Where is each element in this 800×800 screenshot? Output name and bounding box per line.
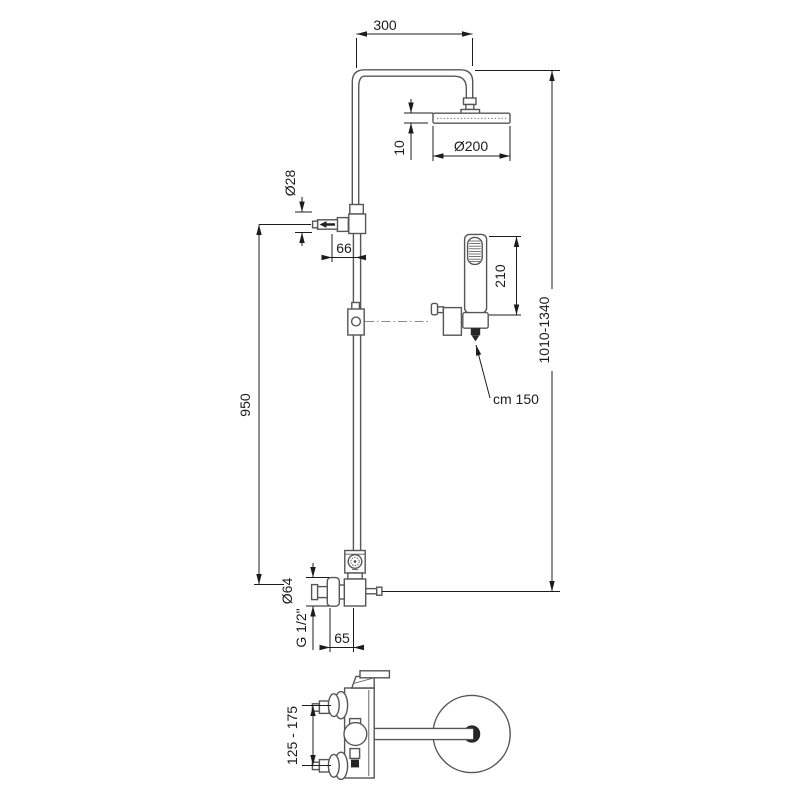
diverter-block <box>348 213 367 235</box>
outlet-tip <box>376 586 383 596</box>
valve-knurl <box>350 556 360 567</box>
diverter-tip <box>311 220 319 229</box>
hand-shower-wand <box>462 233 489 342</box>
mixer-assembly <box>310 549 383 607</box>
spray-hatch <box>469 240 481 263</box>
label-hose-length: cm 150 <box>493 391 539 407</box>
inlet-nut <box>318 700 330 715</box>
mixer-escutcheon <box>326 576 340 607</box>
dimensions: 300 10 Ø200 1010-1340 <box>237 17 560 766</box>
pull-arrow-icon <box>319 221 335 228</box>
diverter-assembly <box>311 203 367 235</box>
mixer-neck <box>338 584 345 600</box>
plan-mixer-handle <box>350 670 391 689</box>
mixer-handle-knob <box>310 583 319 601</box>
plan-arm-pipe <box>374 727 474 741</box>
plan-detail-plug <box>351 759 359 768</box>
label-column-height: 950 <box>237 393 253 417</box>
shower-head <box>432 97 511 124</box>
plan-arm-fill <box>374 728 474 740</box>
spray-face <box>466 236 483 266</box>
slider-bracket <box>347 301 365 336</box>
plan-detail-box <box>349 747 361 760</box>
plan-handle-bar <box>359 670 391 679</box>
dim-inlet-spacing: 125 - 175 <box>284 705 331 766</box>
hose-nipple <box>471 335 480 342</box>
hose-connector <box>470 328 481 336</box>
valve-center <box>353 560 357 563</box>
outlet-stub <box>365 587 378 595</box>
holder-lever <box>430 302 439 316</box>
label-connection-thread: G 1/2" <box>293 608 309 647</box>
dim-column-height: 950 <box>237 224 311 585</box>
dim-head-thickness: 10 <box>391 99 433 160</box>
dim-mixer-offset: 65 <box>319 608 364 652</box>
label-handshower-length: 210 <box>492 264 508 288</box>
label-diverter-offset: 66 <box>336 240 352 256</box>
dim-head-diameter: Ø200 <box>432 126 511 161</box>
label-head-diameter: Ø200 <box>454 138 488 154</box>
label-inlet-spacing: 125 - 175 <box>284 706 300 765</box>
dim-handshower-length: 210 <box>489 236 521 316</box>
dim-pipe-diameter: Ø28 <box>282 170 312 246</box>
front-view <box>310 69 511 607</box>
holder-stub <box>436 306 445 314</box>
mixer-handle-rod <box>316 585 328 599</box>
label-total-height: 1010-1340 <box>536 296 552 363</box>
valve-collar <box>347 572 363 580</box>
label-mixer-offset: 65 <box>334 630 350 646</box>
slider-body <box>347 308 365 336</box>
diverter-cylinder <box>336 216 349 233</box>
shower-arm <box>351 69 474 205</box>
plan-view <box>311 670 511 781</box>
slider-hole <box>350 316 362 327</box>
shower-column <box>352 233 362 551</box>
dim-hose-length: cm 150 <box>475 344 539 407</box>
label-pipe-diameter: Ø28 <box>282 170 298 197</box>
label-head-thickness: 10 <box>391 140 407 156</box>
plan-pivot <box>343 721 368 747</box>
hand-shower-holder <box>430 302 463 336</box>
head-collar <box>462 97 477 106</box>
column-collar <box>349 203 364 215</box>
wand-grip <box>462 311 489 329</box>
dim-escutcheon-diameter: Ø64 <box>279 563 329 650</box>
label-escutcheon-diameter: Ø64 <box>279 578 295 605</box>
mixer-body <box>343 578 367 607</box>
holder-body <box>442 306 463 336</box>
dim-total-height: 1010-1340 <box>382 70 560 592</box>
label-arm-reach: 300 <box>373 17 397 33</box>
dim-diverter-offset: 66 <box>321 234 366 262</box>
dim-arm-reach: 300 <box>356 17 473 68</box>
head-nut <box>465 103 475 111</box>
valve-screw <box>347 554 363 570</box>
